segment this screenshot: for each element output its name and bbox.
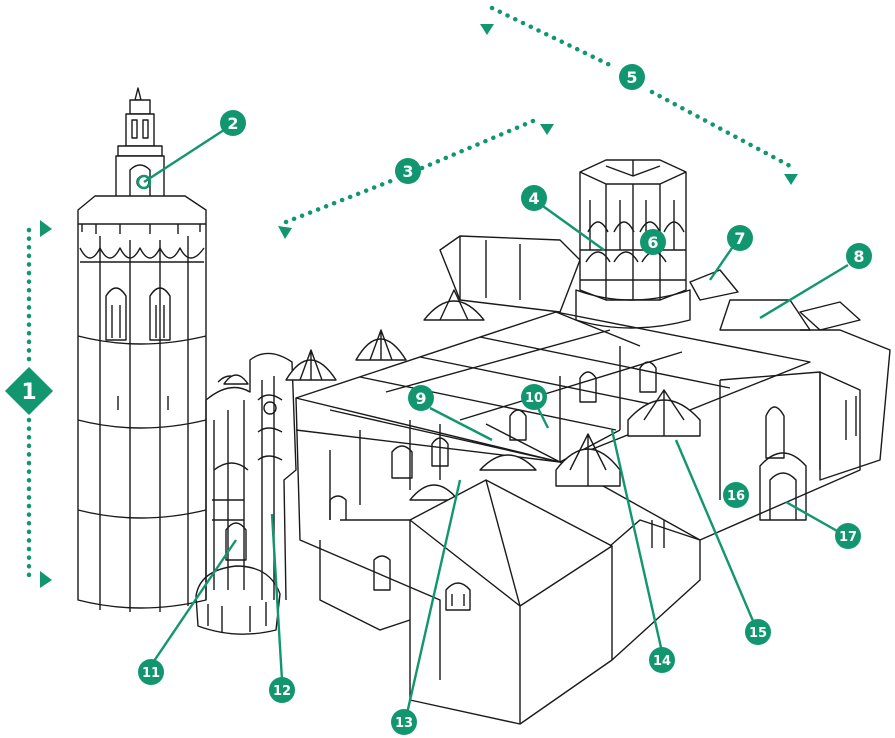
marker-3: 3 [395, 158, 421, 184]
leader-12 [270, 513, 284, 681]
marker-10: 10 [521, 384, 547, 410]
cimborio [575, 159, 691, 329]
leader-8 [759, 263, 849, 320]
bell-tower [77, 87, 207, 612]
baroque-facade [195, 352, 297, 635]
marker-13-label: 13 [395, 716, 413, 731]
marker-14: 14 [649, 647, 675, 673]
marker-1: 1 [4, 366, 54, 416]
marker-7: 7 [727, 225, 753, 251]
nave [295, 235, 891, 680]
dotted-line-3 [283, 115, 543, 225]
marker-5-label: 5 [626, 68, 637, 87]
marker-12: 12 [269, 677, 295, 703]
arrowhead-5-right [784, 174, 798, 185]
arrowhead-3-right [540, 124, 554, 135]
marker-15-label: 15 [749, 626, 767, 641]
marker-3-label: 3 [402, 162, 413, 181]
marker-13: 13 [391, 709, 417, 735]
marker-9-label: 9 [415, 389, 426, 408]
arrowhead-1-bottom [40, 571, 52, 588]
marker-2-label: 2 [227, 114, 238, 133]
leader-17 [785, 500, 847, 538]
dimension-arrowheads [40, 24, 798, 588]
cathedral-drawing [77, 87, 891, 725]
marker-6-label: 6 [647, 233, 658, 252]
marker-2-ring [136, 174, 152, 190]
marker-14-label: 14 [653, 654, 671, 669]
arrowhead-5-left [480, 24, 494, 35]
dotted-line-5 [489, 5, 793, 169]
leader-lines [143, 128, 849, 719]
arrowhead-1-top [40, 220, 52, 237]
leader-4 [539, 203, 605, 251]
marker-17: 17 [835, 523, 861, 549]
marker-4: 4 [521, 185, 547, 211]
marker-17-label: 17 [839, 530, 857, 545]
marker-12-label: 12 [273, 684, 291, 699]
marker-11-label: 11 [142, 666, 160, 681]
marker-5: 5 [619, 64, 645, 90]
marker-11: 11 [138, 659, 164, 685]
marker-4-label: 4 [528, 189, 539, 208]
marker-6: 6 [640, 229, 666, 255]
leader-14 [610, 429, 664, 653]
arrowhead-3-left [278, 226, 292, 239]
domes [223, 289, 701, 501]
marker-8-label: 8 [853, 247, 864, 266]
marker-10-label: 10 [525, 391, 543, 406]
leader-7 [709, 247, 733, 281]
marker-16-label: 16 [727, 489, 745, 504]
leader-2 [143, 128, 225, 184]
marker-8: 8 [846, 243, 872, 269]
dimension-lines [26, 5, 793, 581]
leader-11 [151, 539, 237, 665]
marker-9: 9 [408, 385, 434, 411]
marker-16: 16 [723, 482, 749, 508]
leader-13 [404, 479, 462, 719]
marker-15: 15 [745, 619, 771, 645]
marker-2: 2 [220, 110, 246, 136]
leader-9 [429, 406, 493, 442]
marker-1-label: 1 [21, 380, 36, 405]
leader-15 [674, 439, 758, 629]
marker-7-label: 7 [734, 229, 745, 248]
front-chapel [319, 479, 701, 725]
